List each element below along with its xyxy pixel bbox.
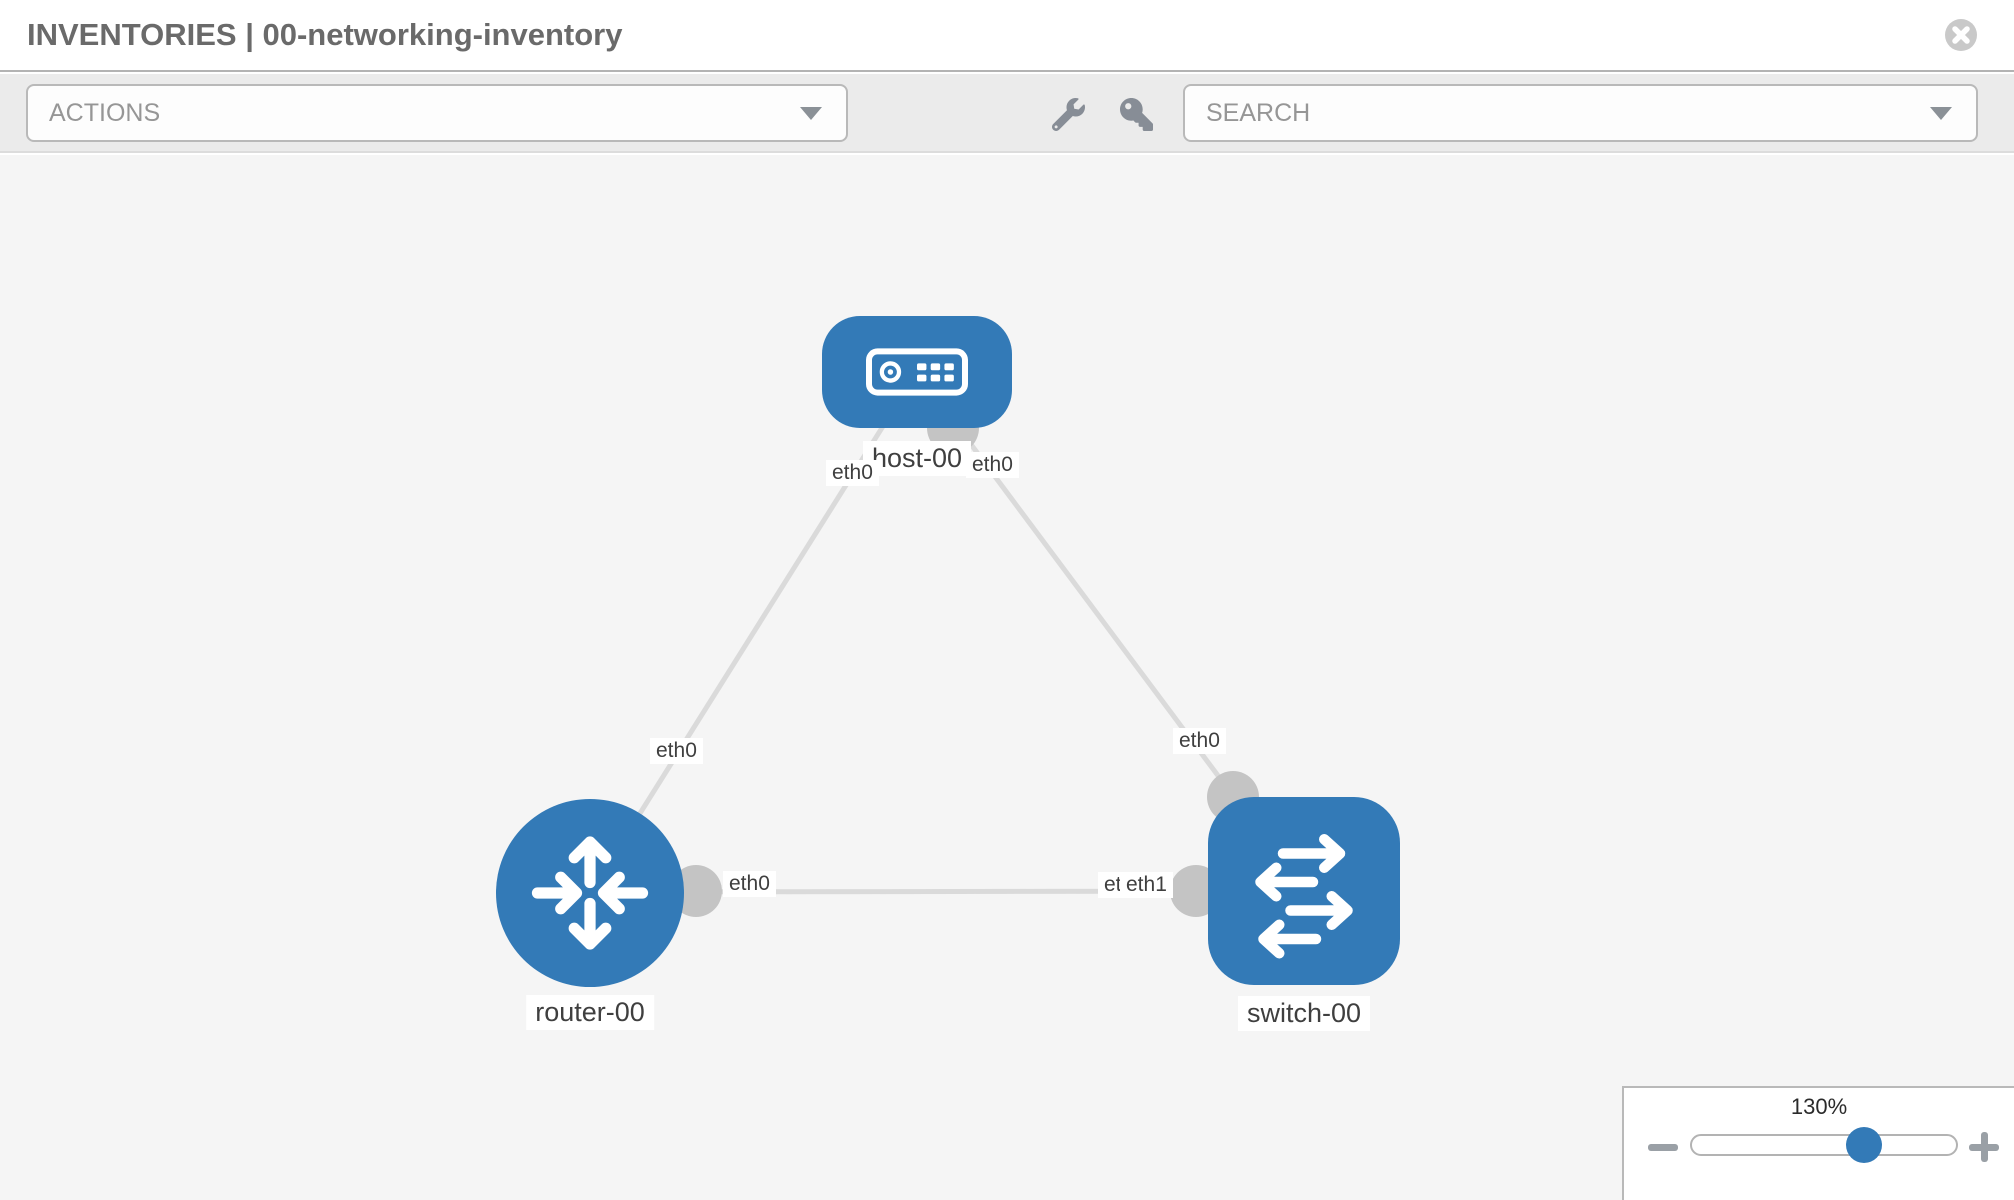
node-label-switch: switch-00 <box>1237 996 1371 1031</box>
zoom-out-button[interactable] <box>1648 1138 1684 1158</box>
search-dropdown[interactable]: SEARCH <box>1183 84 1978 142</box>
interface-label: eth0 <box>650 738 703 764</box>
topology-wires <box>587 370 1307 917</box>
router-icon <box>531 836 649 950</box>
zoom-in-button[interactable] <box>1968 1132 2004 1164</box>
interface-label: eth1 <box>1120 872 1173 898</box>
link-host-router <box>587 370 920 895</box>
node-switch-00[interactable] <box>1208 797 1400 985</box>
interface-label: eth0 <box>826 460 879 486</box>
node-router-00[interactable] <box>496 799 684 987</box>
search-placeholder: SEARCH <box>1206 98 1311 127</box>
window-header: INVENTORIES | 00-networking-inventory <box>0 0 2014 72</box>
zoom-panel: 130% <box>1622 1086 2014 1200</box>
node-label-host: host-00 <box>862 441 972 476</box>
configure-button[interactable] <box>1049 95 1087 133</box>
host-icon <box>866 348 968 396</box>
wrench-icon <box>1051 97 1085 131</box>
switch-icon <box>1255 834 1353 959</box>
topology-canvas[interactable]: host-00 router-00 switch-00 eth0 eth0 et… <box>0 155 2014 1200</box>
node-label-router: router-00 <box>526 995 654 1030</box>
node-host-00[interactable] <box>822 316 1012 428</box>
zoom-level-text: 130% <box>1790 1094 1848 1119</box>
zoom-slider-thumb[interactable] <box>1846 1127 1882 1163</box>
x-circle-icon <box>1945 19 1977 51</box>
credentials-button[interactable] <box>1117 95 1155 133</box>
chevron-down-icon <box>800 107 822 120</box>
key-icon <box>1119 97 1153 131</box>
close-button[interactable] <box>1944 18 1978 52</box>
interface-label: eth0 <box>966 452 1019 478</box>
zoom-slider[interactable] <box>1690 1127 1958 1163</box>
chevron-down-icon <box>1930 107 1952 120</box>
minus-icon <box>1648 1144 1678 1151</box>
page-title: INVENTORIES | 00-networking-inventory <box>27 17 623 52</box>
interface-label: eth0 <box>723 871 776 897</box>
toolbar: ACTIONS SEARCH <box>0 74 2014 153</box>
interface-label: eth0 <box>1173 728 1226 754</box>
actions-dropdown-label: ACTIONS <box>49 98 161 127</box>
actions-dropdown[interactable]: ACTIONS <box>26 84 848 142</box>
